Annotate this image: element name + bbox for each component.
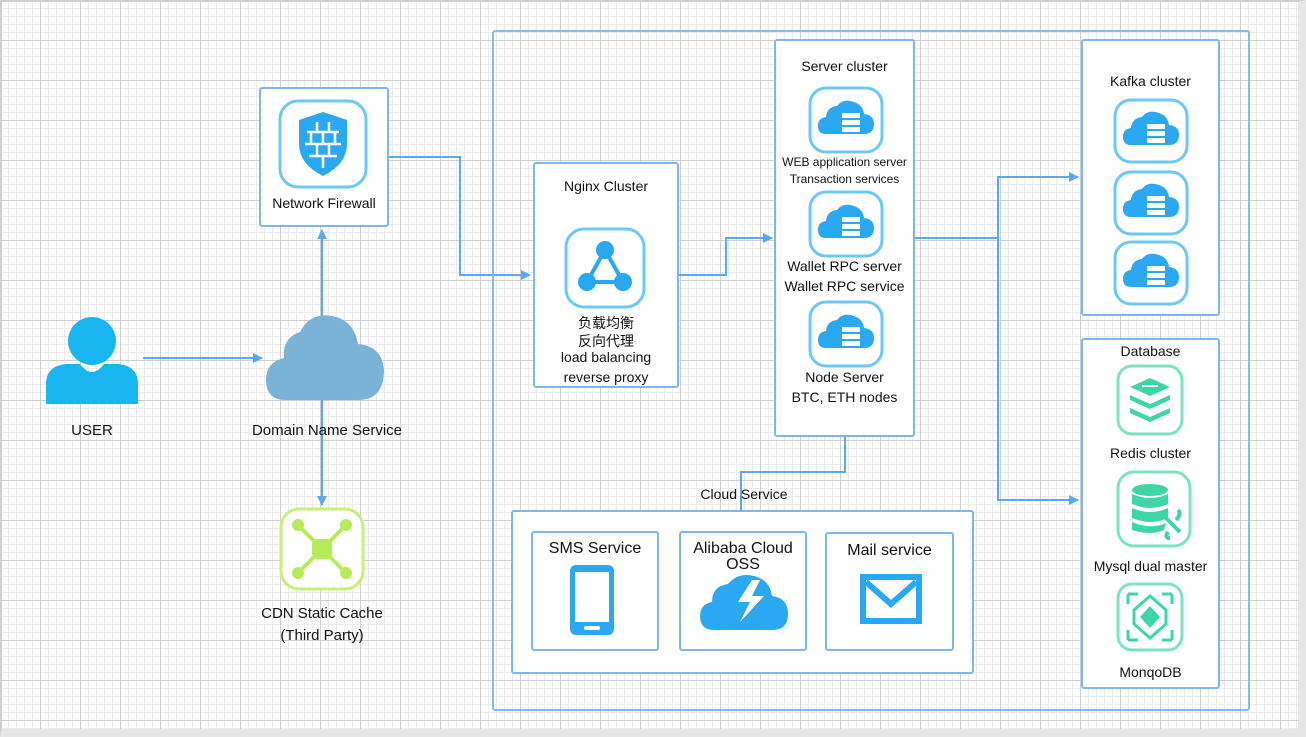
edge-server-kafka (915, 172, 1079, 239)
dns-label: Domain Name Service (251, 422, 403, 439)
web-server-line2: Transaction services (789, 172, 900, 186)
kafka-broker-icon (1113, 98, 1189, 164)
server-cluster-title: Server cluster (801, 58, 888, 74)
sms-label: SMS Service (548, 540, 642, 557)
node-server-line1: Node Server (805, 369, 884, 385)
nginx-line4: reverse proxy (563, 369, 649, 385)
redis-icon (1116, 364, 1184, 436)
edge-server-cloud (740, 437, 846, 510)
cloud-lightning-icon (700, 575, 788, 630)
kafka-broker-icon (1113, 240, 1189, 306)
mongodb-icon (1116, 582, 1184, 652)
server-cloud-icon (808, 300, 884, 368)
mail-label: Mail service (847, 542, 932, 559)
mongodb-label: MonqoDB (1119, 664, 1182, 680)
edge-nginx-server (679, 233, 773, 276)
cdn-label-line2: (Third Party) (280, 627, 364, 644)
nginx-title: Nginx Cluster (563, 178, 649, 194)
server-cloud-icon (808, 190, 884, 258)
cloud-icon (266, 315, 384, 400)
oss-label-line2: OSS (726, 556, 760, 573)
firewall-icon (278, 99, 368, 189)
cdn-label-line1: CDN Static Cache (261, 605, 383, 622)
redis-label: Redis cluster (1110, 445, 1191, 461)
cloud-service-title: Cloud Service (700, 486, 788, 502)
mysql-icon (1116, 470, 1192, 548)
node-server-line2: BTC, ETH nodes (791, 389, 898, 405)
kafka-title: Kafka cluster (1110, 73, 1191, 89)
mail-icon (860, 574, 922, 624)
kafka-broker-icon (1113, 170, 1189, 236)
oss-label-line1: Alibaba Cloud (693, 540, 793, 557)
edge-server-database (997, 238, 1079, 505)
nginx-line3: load balancing (560, 349, 652, 365)
system-boundary (492, 30, 1250, 711)
wallet-server-line2: Wallet RPC service (784, 278, 905, 294)
server-cloud-icon (808, 86, 884, 154)
user-icon (46, 317, 138, 404)
phone-icon (570, 565, 614, 635)
cdn-icon (279, 507, 365, 591)
web-server-line1: WEB application server (782, 155, 907, 169)
firewall-label: Network Firewall (272, 195, 376, 211)
edge-firewall-nginx (388, 156, 531, 280)
database-title: Database (1120, 343, 1181, 359)
wallet-server-line1: Wallet RPC server (787, 258, 902, 274)
nginx-line2: 反向代理 (578, 333, 634, 349)
user-label: USER (71, 422, 113, 439)
nginx-line1: 负载均衡 (578, 315, 634, 331)
load-balancer-icon (564, 227, 646, 309)
mysql-label: Mysql dual master (1093, 558, 1208, 574)
